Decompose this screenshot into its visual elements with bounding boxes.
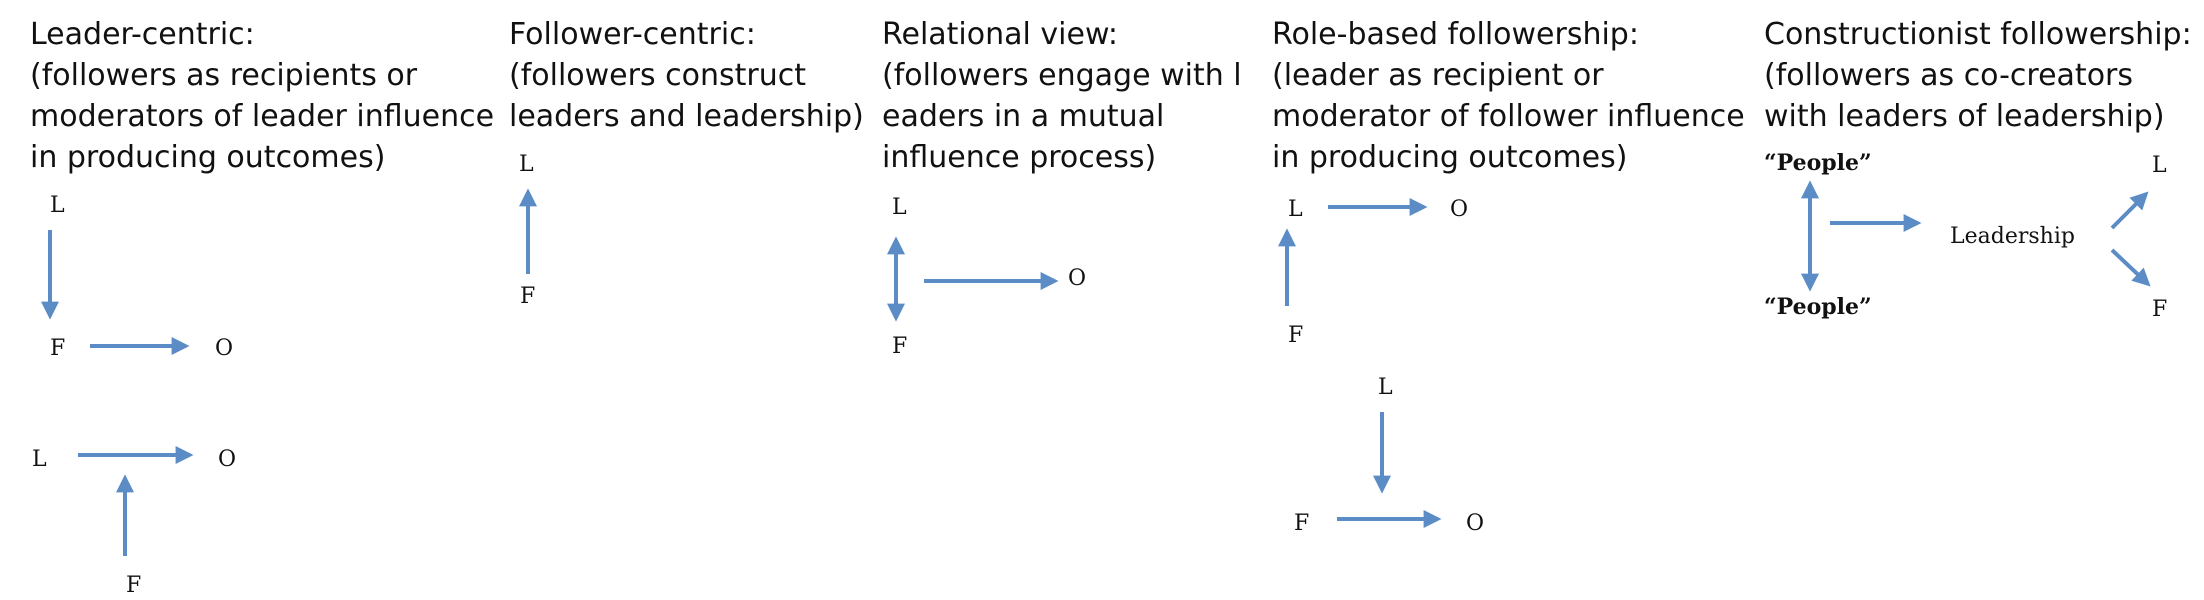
node-follower: F — [50, 336, 65, 361]
node-follower: F — [2152, 297, 2167, 322]
panel-description-line: moderator of follower influence — [1272, 99, 1745, 134]
node-follower: F — [520, 284, 535, 309]
panel-description-line: (followers as recipients or — [30, 58, 418, 93]
panel-leader-centric: Leader-centric: (followers as recipients… — [30, 14, 494, 178]
panel-description-line: in producing outcomes) — [1272, 140, 1628, 175]
relational-view-diagram: L F O — [887, 195, 1086, 359]
node-follower: F — [1294, 511, 1309, 536]
panel-description-line: leaders and leadership) — [509, 99, 864, 134]
node-outcome: O — [215, 336, 233, 361]
arrow-leadership-to-follower — [2110, 248, 2151, 287]
panel-description-line: (leader as recipient or — [1272, 58, 1604, 93]
node-people-top: “People” — [1764, 150, 1872, 176]
node-outcome: O — [1466, 511, 1484, 536]
node-leader: L — [1378, 375, 1393, 400]
node-follower: F — [892, 334, 907, 359]
panel-description-line: influence process) — [882, 140, 1157, 175]
leader-centric-diagram-b: L O F — [32, 446, 236, 598]
panel-heading: Follower-centric: — [509, 17, 756, 52]
follower-centric-diagram: L F — [519, 152, 537, 309]
role-based-diagram-b: L F O — [1294, 375, 1484, 536]
panel-description-line: (followers engage with l — [882, 58, 1242, 93]
node-leader: L — [1288, 197, 1303, 222]
panel-heading: Constructionist followership: — [1764, 17, 2192, 52]
node-follower: F — [1288, 323, 1303, 348]
leader-centric-diagram-a: L F O — [41, 193, 233, 361]
panel-heading: Leader-centric: — [30, 17, 255, 52]
node-leader: L — [892, 195, 907, 220]
panel-description-line: with leaders of leadership) — [1764, 99, 2165, 134]
arrow-leadership-to-leader — [2110, 191, 2149, 230]
panel-heading: Role-based followership: — [1272, 17, 1639, 52]
node-leader: L — [519, 152, 534, 177]
node-outcome: O — [1450, 197, 1468, 222]
panel-description-line: (followers construct — [509, 58, 806, 93]
panel-description-line: in producing outcomes) — [30, 140, 386, 175]
node-outcome: O — [218, 447, 236, 472]
node-leader: L — [32, 447, 47, 472]
panel-description-line: moderators of leader influence — [30, 99, 495, 134]
node-leader: L — [50, 193, 65, 218]
node-leadership: Leadership — [1950, 224, 2075, 249]
panel-description-line: (followers as co-creators — [1764, 58, 2134, 93]
panel-constructionist-followership: Constructionist followership: (followers… — [1764, 14, 2192, 137]
node-follower: F — [126, 573, 141, 598]
panel-follower-centric: Follower-centric: (followers construct l… — [509, 14, 864, 137]
panel-relational-view: Relational view: (followers engage with … — [882, 14, 1242, 178]
panel-description-line: eaders in a mutual — [882, 99, 1165, 134]
panel-role-based-followership: Role-based followership: (leader as reci… — [1272, 14, 1745, 178]
role-based-diagram-a: L O F — [1278, 197, 1468, 348]
constructionist-diagram: “People” “People” Leadership L F — [1764, 150, 2167, 322]
node-leader: L — [2152, 153, 2167, 178]
node-people-bottom: “People” — [1764, 294, 1872, 320]
panel-heading: Relational view: — [882, 17, 1118, 52]
node-outcome: O — [1068, 266, 1086, 291]
